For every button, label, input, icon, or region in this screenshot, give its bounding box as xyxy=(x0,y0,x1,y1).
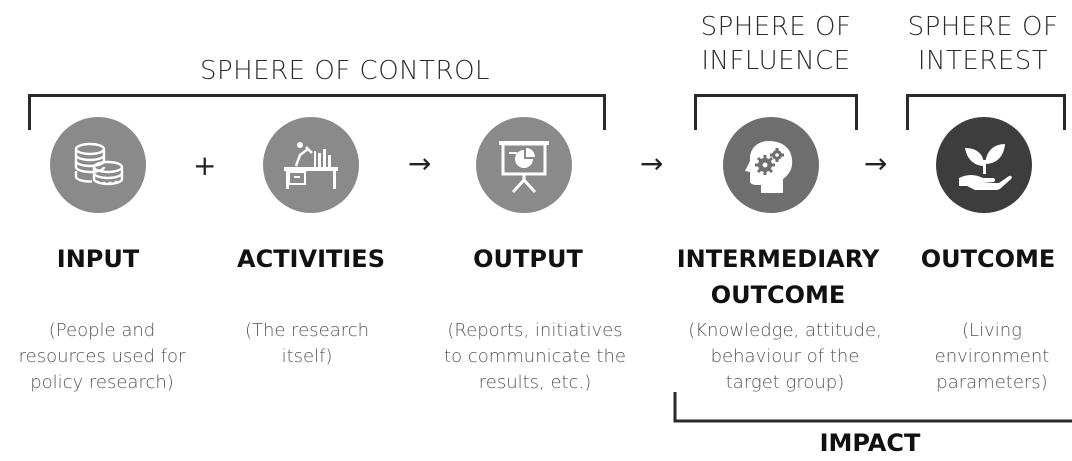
arrow-intermediary-to-outcome: → xyxy=(864,147,888,180)
input-description: (People and resources used for policy re… xyxy=(4,318,200,396)
input-title: INPUT xyxy=(56,245,140,273)
output-description: (Reports, initiatives to communicate the… xyxy=(424,318,646,396)
impact-label: IMPACT xyxy=(819,429,921,457)
outcome-circle xyxy=(936,117,1032,213)
input-desc-line: resources used for xyxy=(18,346,186,367)
sphere-of-influence-line-1: SPHERE OF xyxy=(700,12,852,42)
sphere-of-control-title: SPHERE OF CONTROL xyxy=(199,56,491,86)
coins-icon xyxy=(74,142,124,186)
sphere-of-interest-title: SPHERE OF INTEREST xyxy=(898,10,1068,78)
intermediary-desc-line: behaviour of the xyxy=(710,346,860,367)
output-desc-line: results, etc.) xyxy=(478,372,592,393)
intermediary-desc-line: (Knowledge, attitude, xyxy=(688,320,882,341)
intermediary-outcome-title: INTERMEDIARY OUTCOME xyxy=(672,241,884,313)
output-title: OUTPUT xyxy=(473,245,583,273)
intermediary-desc-line: target group) xyxy=(725,372,845,393)
outcome-desc-line: parameters) xyxy=(936,372,1048,393)
output-desc-line: to communicate the xyxy=(444,346,626,367)
output-circle xyxy=(476,117,572,213)
intermediary-title-line-1: INTERMEDIARY xyxy=(676,245,880,273)
desk-icon xyxy=(284,142,338,189)
activities-title: ACTIVITIES xyxy=(237,245,385,273)
presentation-board-icon xyxy=(499,141,549,194)
activities-circle xyxy=(263,117,359,213)
intermediary-outcome-circle xyxy=(723,117,819,213)
outcome-description: (Living environment parameters) xyxy=(916,318,1068,396)
output-desc-line: (Reports, initiatives xyxy=(447,320,623,341)
head-gears-icon xyxy=(745,141,793,193)
intermediary-title-line-2: OUTCOME xyxy=(710,281,846,309)
sphere-of-interest-line-1: SPHERE OF xyxy=(907,12,1059,42)
outcome-desc-line: environment xyxy=(934,346,1050,367)
intermediary-outcome-description: (Knowledge, attitude, behaviour of the t… xyxy=(672,318,898,396)
input-desc-line: policy research) xyxy=(30,372,174,393)
plant-hand-icon xyxy=(959,144,1012,190)
sphere-of-influence-line-2: INFLUENCE xyxy=(701,46,851,76)
plus-operator: + xyxy=(193,149,217,182)
sphere-of-interest-line-2: INTEREST xyxy=(917,46,1049,76)
sphere-of-influence-bracket xyxy=(694,94,858,130)
activities-desc-line: itself) xyxy=(281,346,333,367)
arrow-activities-to-output: → xyxy=(408,147,432,180)
arrow-output-to-intermediary: → xyxy=(640,147,664,180)
sphere-of-interest-bracket xyxy=(906,94,1066,130)
sphere-of-influence-title: SPHERE OF INFLUENCE xyxy=(686,10,866,78)
outcome-desc-line: (Living xyxy=(962,320,1022,341)
activities-desc-line: (The research xyxy=(244,320,370,341)
outcome-title: OUTCOME xyxy=(920,245,1056,273)
sphere-of-control-bracket xyxy=(28,94,606,130)
input-desc-line: (People and xyxy=(48,320,156,341)
input-circle xyxy=(50,117,146,213)
activities-description: (The research itself) xyxy=(218,318,396,370)
impact-bracket xyxy=(673,392,1072,423)
